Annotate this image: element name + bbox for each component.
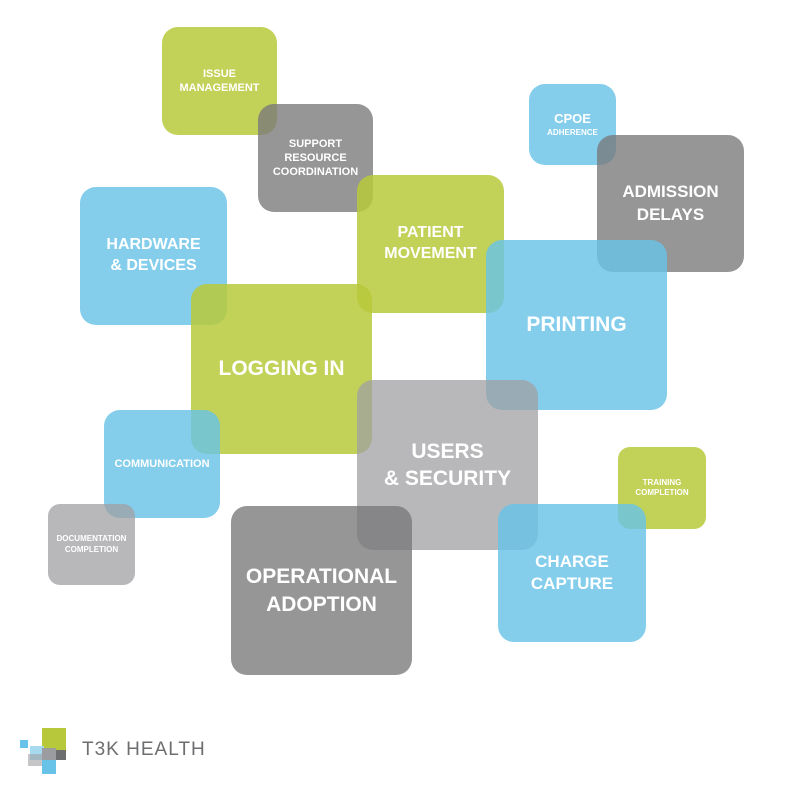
tile-operational-adoption: OPERATIONAL ADOPTION: [231, 506, 412, 675]
tile-training-completion: TRAINING COMPLETION: [618, 447, 706, 529]
logo-square-gray: [42, 748, 56, 760]
tile-logging-in-label: LOGGING IN: [218, 357, 345, 381]
tile-documentation-completion: DOCUMENTATION COMPLETION: [48, 504, 135, 585]
logo-square-darkgray: [56, 750, 66, 760]
brand-name: T3K HEALTH: [82, 739, 206, 760]
tile-patient-movement-label: PATIENT MOVEMENT: [384, 224, 477, 262]
tile-users-security-label: USERS & SECURITY: [383, 439, 512, 490]
tile-communication: COMMUNICATION: [104, 410, 220, 518]
tile-documentation-completion-label: DOCUMENTATION COMPLETION: [56, 534, 127, 554]
logo-square-lightgray: [28, 754, 42, 766]
t3k-logo: [20, 724, 200, 780]
tile-patient-movement: PATIENT MOVEMENT: [357, 175, 504, 313]
tile-operational-adoption-label: OPERATIONAL ADOPTION: [245, 565, 398, 616]
tile-communication-label: COMMUNICATION: [114, 457, 210, 470]
tile-admission-delays-label: ADMISSION DELAYS: [622, 182, 719, 224]
tile-cpoe-sub-label: ADHERENCE: [547, 127, 598, 137]
tile-support-resource-label: SUPPORT RESOURCE COORDINATION: [272, 137, 359, 179]
tile-cpoe-label: CPOE: [554, 110, 591, 126]
tile-issue-management: ISSUE MANAGEMENT: [162, 27, 277, 135]
tile-support-resource-coordination: SUPPORT RESOURCE COORDINATION: [258, 104, 373, 212]
logo-square-green: [42, 728, 66, 750]
tile-hardware-devices-label: HARDWARE & DEVICES: [106, 236, 201, 274]
logo-square-blue: [42, 760, 56, 774]
tile-charge-capture-label: CHARGE CAPTURE: [530, 551, 614, 593]
tile-logging-in: LOGGING IN: [191, 284, 372, 454]
tile-printing-label: PRINTING: [526, 313, 627, 337]
logo-square-blue-small: [20, 740, 28, 748]
tile-charge-capture: CHARGE CAPTURE: [498, 504, 646, 642]
tile-training-completion-label: TRAINING COMPLETION: [635, 477, 689, 497]
tile-issue-management-label: ISSUE MANAGEMENT: [179, 67, 260, 94]
